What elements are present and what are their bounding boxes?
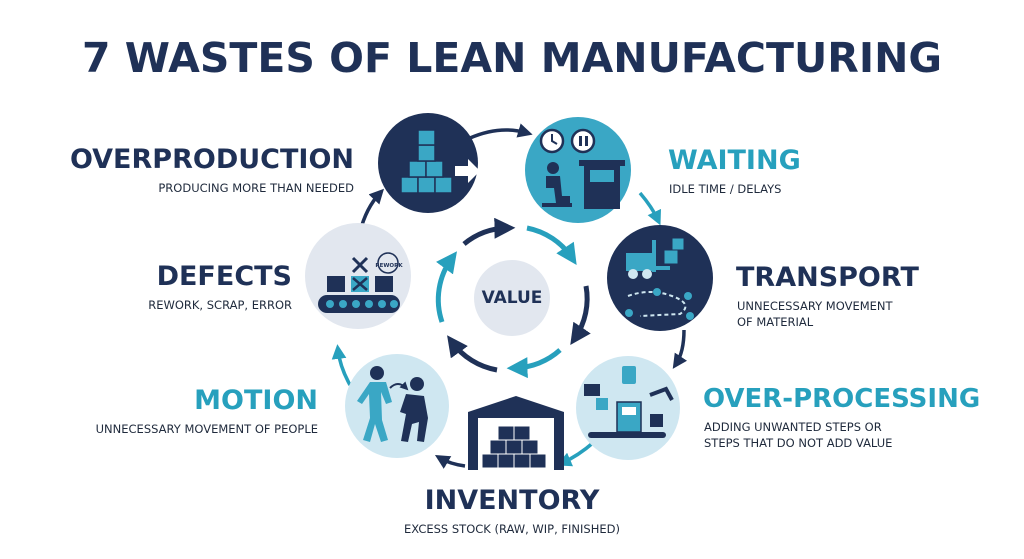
value-label: VALUE: [481, 288, 543, 308]
arrow-inventory-to-motion: [434, 454, 466, 469]
motion-title: MOTION: [194, 385, 318, 416]
transport-description: UNNECESSARY MOVEMENT OF MATERIAL: [737, 299, 893, 329]
defects-title: DEFECTS: [156, 261, 292, 292]
waiting-title: WAITING: [668, 145, 801, 176]
inventory-description: EXCESS STOCK (RAW, WIP, FINISHED): [404, 522, 620, 536]
inner-cycle-arrows: [435, 217, 591, 379]
clock-worker-icon: [525, 117, 631, 223]
over-processing-title: OVER-PROCESSING: [703, 384, 981, 414]
waiting-description: IDLE TIME / DELAYS: [669, 182, 782, 196]
overproduction-description: PRODUCING MORE THAN NEEDED: [158, 181, 354, 195]
forklift-icon: [607, 225, 713, 331]
over-processing-description: ADDING UNWANTED STEPS OR STEPS THAT DO N…: [704, 420, 893, 450]
arrow-overprocessing-to-inventory: [556, 440, 596, 467]
conveyor-defect-icon: REWORK: [305, 223, 411, 329]
arrow-waiting-to-transport: [638, 191, 661, 226]
boxes-arrow-icon: [378, 113, 480, 213]
transport-title: TRANSPORT: [736, 262, 919, 293]
motion-description: UNNECESSARY MOVEMENT OF PEOPLE: [95, 422, 318, 436]
workers-motion-icon: [345, 354, 449, 458]
overproduction-title: OVERPRODUCTION: [69, 144, 354, 175]
defects-description: REWORK, SCRAP, ERROR: [148, 298, 292, 312]
value-center-circle: [474, 260, 550, 336]
warehouse-icon: [468, 396, 564, 470]
arrow-transport-to-overprocessing: [672, 329, 688, 369]
processing-machine-icon: [576, 356, 680, 460]
arrow-motion-to-defects: [331, 344, 352, 386]
rework-icon-label: REWORK: [375, 263, 403, 269]
page-title: 7 WASTES OF LEAN MANUFACTURING: [81, 34, 943, 82]
inventory-title: INVENTORY: [424, 485, 600, 516]
arrow-overproduction-to-waiting: [469, 123, 533, 140]
